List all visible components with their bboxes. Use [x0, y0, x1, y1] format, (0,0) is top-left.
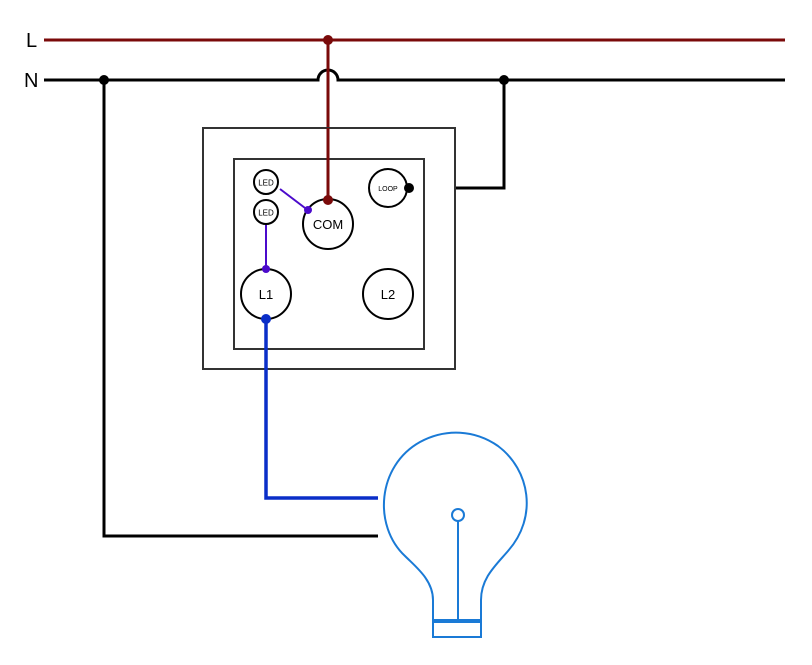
- terminal-l2-label: L2: [381, 287, 395, 302]
- led-l1-dot: [262, 265, 270, 273]
- neutral-rail: [44, 68, 785, 82]
- terminal-l2: L2: [362, 268, 414, 320]
- terminal-com: COM: [302, 198, 354, 250]
- terminal-l1-label: L1: [259, 287, 273, 302]
- light-bulb-icon: [382, 431, 528, 638]
- terminal-led-2: LED: [253, 199, 279, 225]
- terminal-l1: L1: [240, 268, 292, 320]
- terminal-led-1-label: LED: [258, 179, 274, 188]
- led-to-com-wire: [279, 188, 310, 212]
- terminal-loop-label: LOOP: [378, 186, 398, 193]
- led-com-dot: [304, 206, 312, 214]
- neutral-to-bulb-wire: [102, 80, 378, 538]
- terminal-led-2-label: LED: [258, 209, 274, 218]
- loop-connection-dot: [404, 183, 414, 193]
- neutral-rail-label: N: [24, 70, 38, 92]
- com-connection-dot: [323, 195, 333, 205]
- terminal-led-1: LED: [253, 169, 279, 195]
- terminal-com-label: COM: [313, 217, 343, 232]
- switched-live-wire: [264, 319, 378, 500]
- terminal-loop: LOOP: [368, 168, 408, 208]
- live-rail-label: L: [26, 30, 37, 52]
